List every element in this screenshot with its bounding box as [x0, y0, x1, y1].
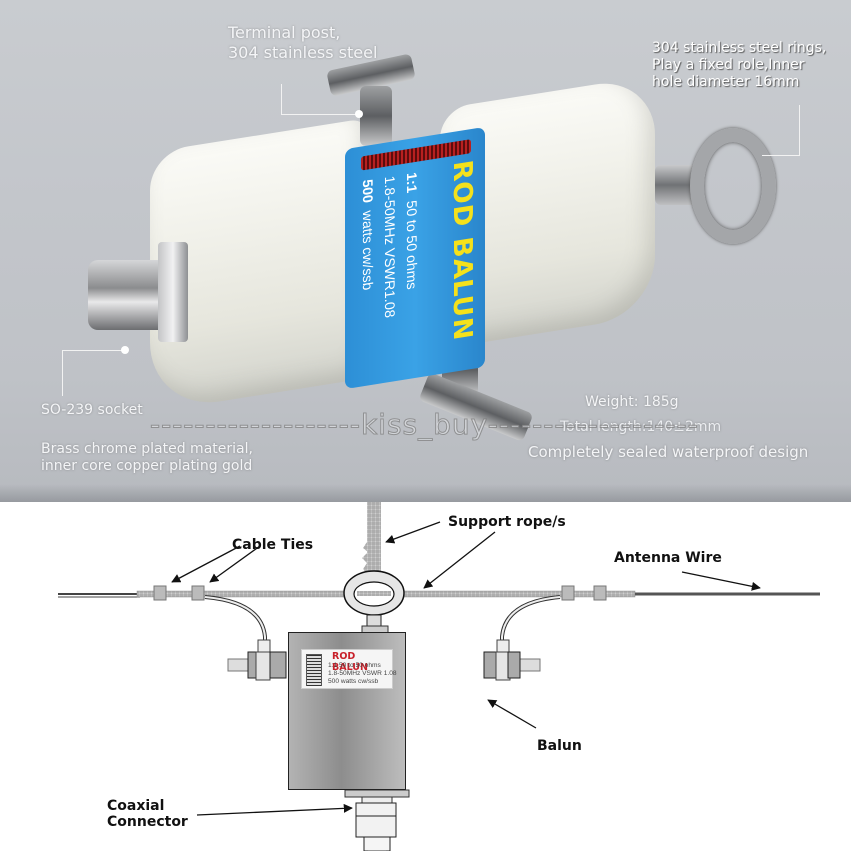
- box-label-specs: 1:1 50 to 50 ohms 1.8-50MHz VSWR 1.08 50…: [328, 662, 397, 686]
- balun-box: ROD BALUN 1:1 50 to 50 ohms 1.8-50MHz VS…: [288, 632, 406, 790]
- label-power-unit: watts cw/ssb: [360, 209, 376, 292]
- box-label-line: 1:1 50 to 50 ohms: [328, 662, 381, 669]
- leader-dot: [355, 110, 363, 118]
- box-label-line: 1.8-50MHz VSWR 1.08: [328, 670, 397, 677]
- caption-line: Terminal post,: [228, 23, 341, 42]
- label-impedance: 50 to 50 ohms: [404, 199, 420, 291]
- label-line: Coaxial: [107, 798, 165, 814]
- leader-rings-h: [762, 155, 800, 156]
- label-support-rope: Support rope/s: [448, 514, 566, 530]
- caption-line: 304 stainless steel: [228, 42, 378, 62]
- leader-socket-h: [62, 350, 124, 351]
- label-band: 1.8-50MHz VSWR1.08: [382, 174, 398, 319]
- leader-terminal-h: [281, 114, 358, 115]
- leader-socket: [62, 350, 63, 396]
- label-power: 500: [360, 178, 376, 205]
- label-brand: ROD BALUN: [447, 158, 477, 344]
- top-terminal-post: [360, 86, 392, 146]
- caption-socket: SO-239 socket: [41, 402, 143, 418]
- caption-weight: Weight: 185g: [585, 394, 679, 410]
- label-balun: Balun: [537, 738, 582, 754]
- caption-line: Play a fixed role,Inner: [652, 56, 805, 73]
- box-label-title: ROD BALUN: [332, 651, 368, 673]
- socket-flange: [158, 242, 188, 342]
- leader-terminal: [281, 84, 282, 114]
- installation-diagram: ROD BALUN 1:1 50 to 50 ohms 1.8-50MHz VS…: [0, 502, 851, 851]
- caption-terminal-post: Terminal post, 304 stainless steel: [228, 23, 377, 62]
- leader-rings: [799, 105, 800, 155]
- caption-line: inner core copper plating gold: [41, 458, 253, 475]
- watermark: -------------------kiss_buy-------------…: [150, 408, 699, 442]
- box-label-line: 500 watts cw/ssb: [328, 678, 379, 685]
- caption-line: Brass chrome plated material,: [41, 441, 253, 457]
- caption-length: Total length:140±2mm: [560, 419, 722, 435]
- coil-icon: [306, 654, 322, 686]
- caption-sealed: Completely sealed waterproof design: [528, 443, 809, 461]
- eye-bolt-ring: [690, 128, 776, 244]
- so239-socket: [88, 242, 188, 342]
- label-cable-ties: Cable Ties: [232, 537, 314, 553]
- product-photo: ROD BALUN 1:1 50 to 50 ohms 1.8-50MHz VS…: [0, 0, 851, 502]
- caption-rings: 304 stainless steel rings, Play a fixed …: [652, 40, 826, 90]
- label-coaxial-connector: Coaxial Connector: [107, 798, 188, 830]
- balun-box-label: ROD BALUN 1:1 50 to 50 ohms 1.8-50MHz VS…: [301, 649, 397, 689]
- product-label: ROD BALUN 1:1 50 to 50 ohms 1.8-50MHz VS…: [345, 126, 485, 390]
- caption-line: hole diameter 16mm: [652, 73, 800, 90]
- leader-dot: [121, 346, 129, 354]
- label-line: Connector: [107, 814, 188, 830]
- label-ratio: 1:1: [404, 171, 420, 194]
- caption-line: 304 stainless steel rings,: [652, 40, 827, 56]
- label-specs: 1:1 50 to 50 ohms 1.8-50MHz VSWR1.08 500…: [357, 171, 423, 323]
- diagram-drawing: [58, 502, 820, 851]
- label-antenna-wire: Antenna Wire: [614, 550, 722, 566]
- caption-brass: Brass chrome plated material, inner core…: [41, 441, 253, 475]
